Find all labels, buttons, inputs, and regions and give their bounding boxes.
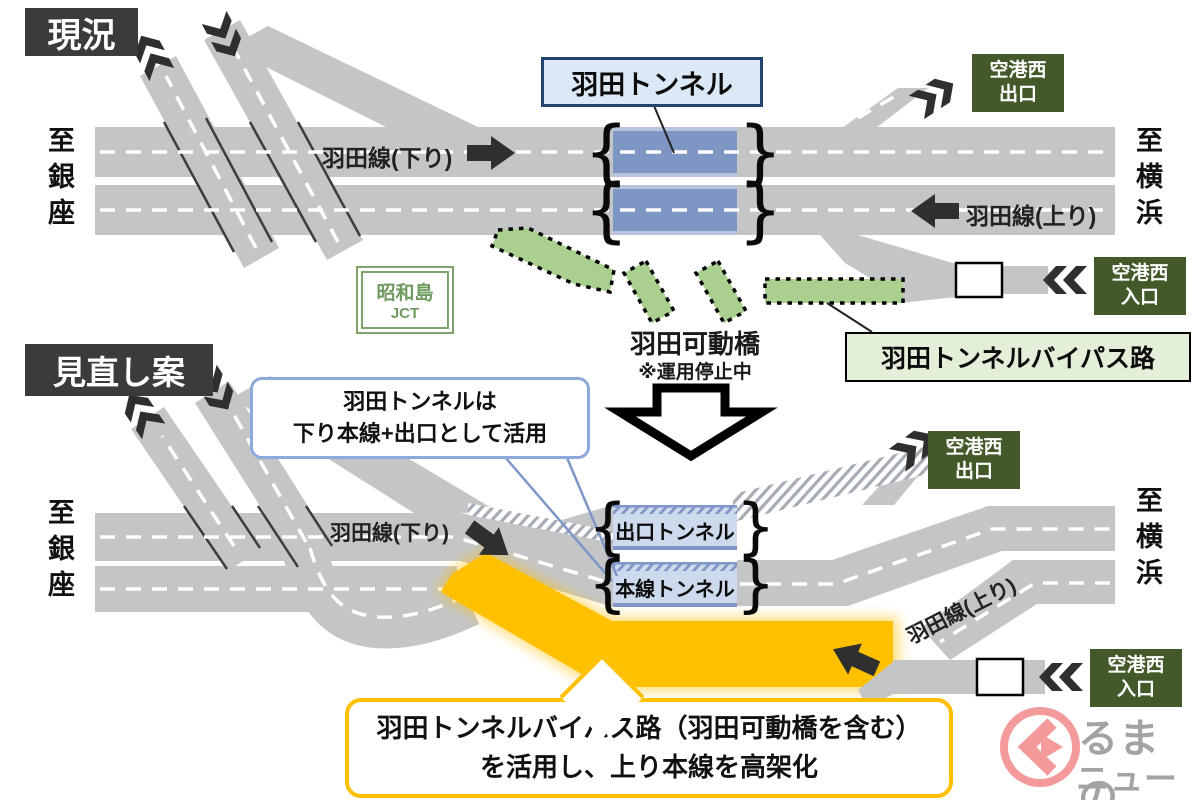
haneda-line-down-label: 羽田線(下り) [330, 522, 449, 545]
airport-west-entrance-sign: 空港西 入口 [1090, 649, 1182, 707]
jct-sub: JCT [390, 305, 420, 322]
elevated-bypass-highlight [438, 550, 898, 690]
revised-lane-dashes [100, 403, 1110, 644]
sign-line: 空港西 [1107, 655, 1165, 677]
sign-line: 空港西 [945, 437, 1003, 459]
airport-west-exit-sign: 空港西 出口 [972, 54, 1064, 112]
callout-line: を活用し、上り本線を高架化 [479, 752, 818, 782]
exit-tunnel-label: 出口トンネル [615, 522, 735, 544]
current-pointer-lines [651, 100, 873, 333]
airport-west-exit-sign: 空港西 出口 [928, 431, 1020, 489]
removed-alignment-hatch [468, 444, 936, 543]
revised-section-badge: 見直し案 [25, 344, 213, 396]
entrance-chevron-icon [1039, 663, 1083, 691]
sign-line: 入口 [1116, 679, 1155, 700]
logo-text-bottom: ニュース [1076, 760, 1178, 797]
to-ginza-label: 至銀座 [44, 498, 74, 606]
tunnel-reuse-callout: 羽田トンネルは 下り本線+出口として活用 [250, 377, 590, 459]
main-tunnel-label: 本線トンネル [615, 579, 735, 601]
sign-line: 空港西 [1111, 263, 1169, 285]
exit-chevron-icon [908, 71, 961, 120]
to-yokohama-label: 至横浜 [1132, 126, 1162, 234]
movable-bridge-label: 羽田可動橋 [629, 329, 760, 359]
revised-pointer-lines [504, 445, 619, 582]
sign-line: 出口 [998, 84, 1037, 105]
transition-down-arrow-icon [604, 383, 778, 462]
current-tunnel [613, 127, 737, 235]
toll-gate-top [954, 261, 1004, 299]
kuruma-news-logo-icon [1000, 707, 1080, 787]
bypass-plan-callout: 羽田トンネルバイパス路（羽田可動橋を含む） を活用し、上り本線を高架化 [345, 698, 953, 798]
haneda-tunnel-label-box: 羽田トンネル [541, 57, 763, 107]
tunnel-brace: } [736, 490, 776, 563]
to-ginza-label: 至銀座 [44, 126, 74, 234]
sign-line: 出口 [954, 461, 993, 482]
airport-west-entrance-sign: 空港西 入口 [1094, 257, 1186, 315]
callout-line: 下り本線+出口として活用 [292, 421, 548, 446]
sign-line: 空港西 [989, 60, 1047, 82]
tunnel-brace: { [588, 547, 628, 620]
tunnel-brace: { [584, 111, 629, 193]
entrance-chevron-icon [1043, 266, 1087, 294]
bypass-segments [489, 226, 905, 326]
tunnel-brace: { [584, 169, 629, 251]
tunnel-brace: { [588, 490, 628, 563]
current-section-badge: 現況 [25, 8, 138, 56]
bypass-label-box: 羽田トンネルバイパス路 [845, 332, 1191, 382]
tunnel-brace: } [738, 169, 783, 251]
to-yokohama-label: 至横浜 [1132, 486, 1162, 594]
revised-entrance-ramp [858, 657, 1045, 708]
sign-line: 入口 [1120, 287, 1159, 308]
haneda-line-up-label: 羽田線(上り) [966, 203, 1097, 229]
callout-line: 羽田トンネルバイパス路（羽田可動橋を含む） [376, 713, 922, 743]
jct-name: 昭和島 [376, 283, 434, 304]
revised-tunnels [613, 505, 737, 607]
logo-text-top: るまの [1078, 717, 1160, 800]
showajima-jct-box: 昭和島 JCT [356, 266, 454, 334]
haneda-line-down-label: 羽田線(下り) [322, 145, 453, 171]
tunnel-brace: } [738, 111, 783, 193]
movable-bridge-note: ※運用停止中 [638, 362, 752, 383]
callout-line: 羽田トンネルは [343, 389, 497, 415]
tunnel-brace: } [736, 547, 776, 620]
